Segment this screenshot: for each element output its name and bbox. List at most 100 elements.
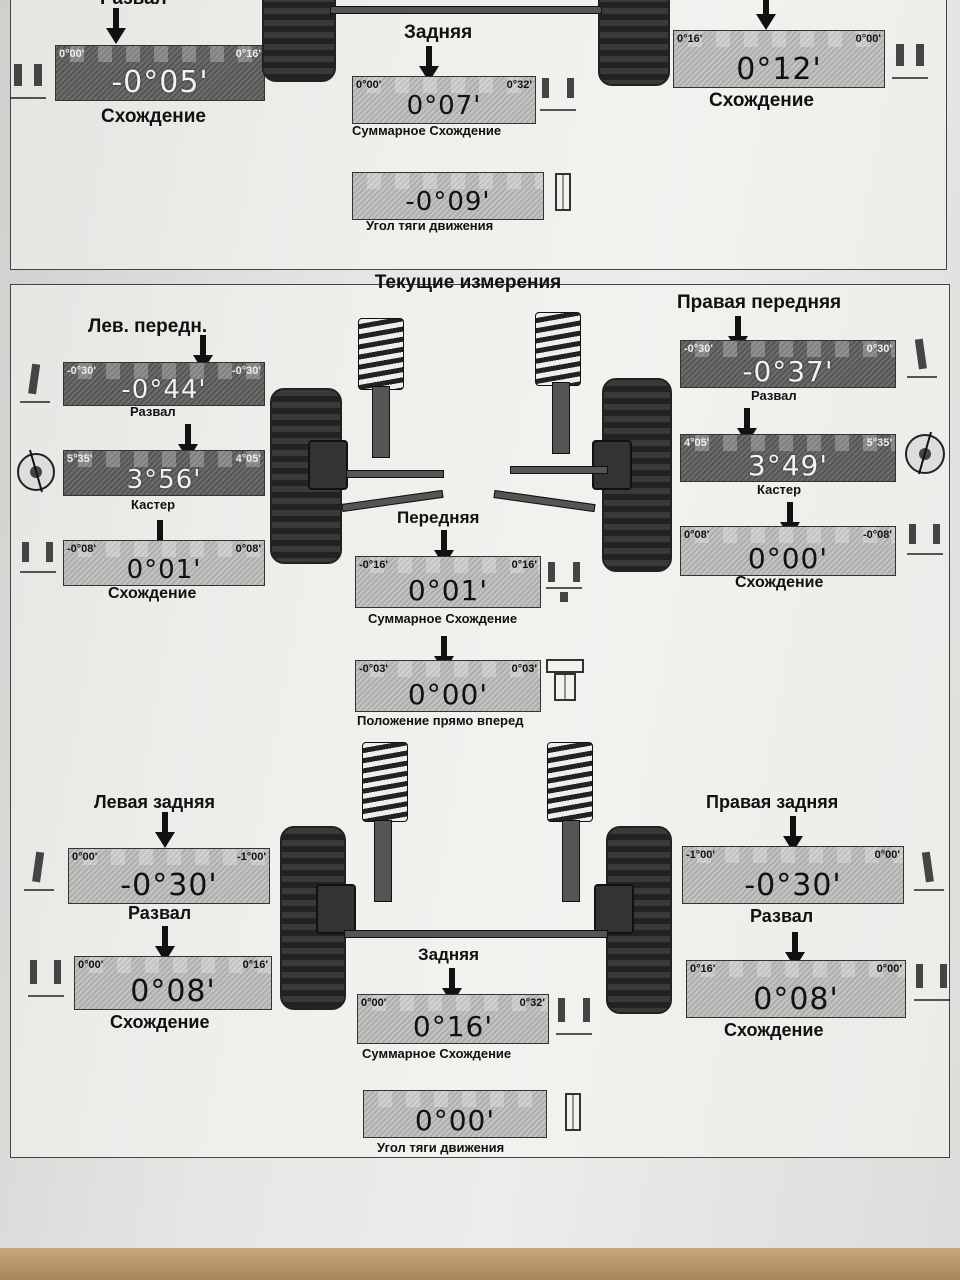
front-left-camber-label: Развал (130, 404, 176, 419)
rear-right-toe-meter: 0°16' 0°00' 0°08' (686, 960, 906, 1018)
front-right-spring (535, 312, 581, 386)
top-rear-total-toe-value: 0°07' (406, 91, 482, 121)
rear-right-toe-label: Схождение (724, 1020, 824, 1040)
rear-title: Задняя (418, 945, 480, 964)
front-title: Передняя (397, 508, 480, 527)
rear-total-toe-meter: 0°00' 0°32' 0°16' (357, 994, 549, 1044)
front-left-strut (372, 386, 390, 458)
front-right-hub (592, 440, 632, 490)
left-toe-meter: 0°00' 0°16' -0°05' (55, 45, 265, 101)
front-left-caster-value: 3°56' (126, 465, 202, 495)
total-toe-icon (538, 72, 578, 124)
rear-left-camber-label: Развал (128, 903, 192, 923)
caster-icon (903, 430, 945, 482)
top-rear-total-toe-meter: 0°00' 0°32' 0°07' (352, 76, 536, 124)
rear-right-camber-meter: -1°00' 0°00' -0°30' (682, 846, 904, 904)
rear-thrust-angle-value: 0°00' (414, 1104, 496, 1137)
front-right-toe-value: 0°00' (747, 542, 829, 575)
rear-right-camber-label: Развал (750, 906, 814, 926)
front-total-toe-value: 0°01' (407, 574, 489, 607)
rear-thrust-angle-meter: 0°00' (363, 1090, 547, 1138)
front-right-tie-rod (510, 466, 608, 474)
rear-left-strut (374, 820, 392, 902)
toe-icon (18, 538, 58, 590)
front-left-caster-label: Кастер (131, 497, 176, 512)
left-camber-title: Развал (100, 0, 167, 10)
rear-left-camber-value: -0°30' (120, 868, 218, 903)
left-toe-value: -0°05' (111, 65, 209, 100)
front-left-spring (358, 318, 404, 390)
left-toe-arrow (106, 8, 126, 46)
toe-icon (8, 58, 48, 110)
toe-icon (26, 956, 66, 1008)
table-surface (0, 1248, 960, 1280)
front-right-caster-value: 3°49' (747, 449, 829, 482)
rear-right-title: Правая задняя (706, 792, 839, 812)
rear-right-strut (562, 820, 580, 902)
top-rear-axle (330, 6, 602, 14)
front-left-camber-value: -0°44' (121, 375, 207, 405)
front-right-camber-label: Развал (751, 388, 797, 403)
camber-icon (905, 335, 945, 387)
current-title: Текущие измерения (374, 272, 562, 293)
top-right-toe-label: Схождение (709, 90, 814, 111)
top-right-toe-value: 0°12' (736, 52, 822, 87)
front-right-toe-label: Схождение (735, 574, 824, 591)
straight-ahead-value: 0°00' (407, 678, 489, 711)
front-total-toe-label: Суммарное Схождение (368, 611, 518, 626)
top-right-wheel (598, 0, 670, 86)
rear-left-camber-arrow (155, 812, 175, 850)
rear-total-toe-label: Суммарное Схождение (362, 1046, 512, 1061)
rear-right-toe-value: 0°08' (753, 982, 839, 1017)
front-left-camber-meter: -0°30' -0°30' -0°44' (63, 362, 265, 406)
left-toe-label: Схождение (101, 106, 206, 127)
thrust-icon (548, 170, 588, 222)
front-left-hub (308, 440, 348, 490)
rear-left-toe-meter: 0°00' 0°16' 0°08' (74, 956, 272, 1010)
rear-left-toe-value: 0°08' (130, 974, 216, 1009)
rear-left-camber-meter: 0°00' -1°00' -0°30' (68, 848, 270, 904)
front-left-title: Лев. передн. (88, 316, 208, 337)
front-right-camber-meter: -0°30' 0°30' -0°37' (680, 340, 896, 388)
front-right-camber-value: -0°37' (742, 355, 834, 388)
toe-icon (890, 38, 930, 90)
top-left-wheel (262, 0, 336, 82)
toe-icon (905, 520, 945, 572)
top-thrust-angle-label: Угол тяги движения (366, 218, 494, 233)
front-right-caster-meter: 4°05' 5°35' 3°49' (680, 434, 896, 482)
rear-right-camber-value: -0°30' (744, 868, 842, 903)
front-left-tie-rod (346, 470, 444, 478)
rear-right-hub (594, 884, 634, 934)
top-rear-total-toe-label: Суммарное Схождение (352, 123, 502, 138)
front-total-toe-meter: -0°16' 0°16' 0°01' (355, 556, 541, 608)
rear-left-hub (316, 884, 356, 934)
rear-left-spring (362, 742, 408, 822)
top-thrust-angle-value: -0°09' (405, 187, 491, 217)
rear-left-title: Левая задняя (94, 792, 216, 812)
rear-left-toe-label: Схождение (110, 1012, 210, 1032)
front-left-caster-meter: 5°35' 4°05' 3°56' (63, 450, 265, 496)
front-left-toe-meter: -0°08' 0°08' 0°01' (63, 540, 265, 586)
total-toe-icon (544, 556, 584, 608)
front-right-strut (552, 382, 570, 454)
steering-icon (545, 656, 585, 708)
front-left-toe-label: Схождение (108, 585, 197, 602)
front-right-toe-meter: 0°08' -0°08' 0°00' (680, 526, 896, 576)
straight-ahead-meter: -0°03' 0°03' 0°00' (355, 660, 541, 712)
camber-icon (18, 360, 58, 412)
front-left-toe-value: 0°01' (126, 555, 202, 585)
rear-axle-link (344, 930, 608, 938)
front-right-caster-label: Кастер (757, 482, 802, 497)
caster-icon (16, 448, 56, 500)
total-toe-icon (554, 994, 594, 1046)
straight-ahead-label: Положение прямо вперед (357, 713, 524, 728)
camber-icon (912, 848, 952, 900)
camber-icon (22, 848, 62, 900)
rear-right-spring (547, 742, 593, 822)
thrust-icon (558, 1090, 598, 1142)
top-thrust-angle-meter: -0°09' (352, 172, 544, 220)
top-right-toe-arrow (756, 0, 776, 32)
rear-thrust-angle-label: Угол тяги движения (377, 1140, 505, 1155)
top-rear-title: Задняя (404, 22, 473, 43)
front-right-title: Правая передняя (677, 292, 842, 313)
